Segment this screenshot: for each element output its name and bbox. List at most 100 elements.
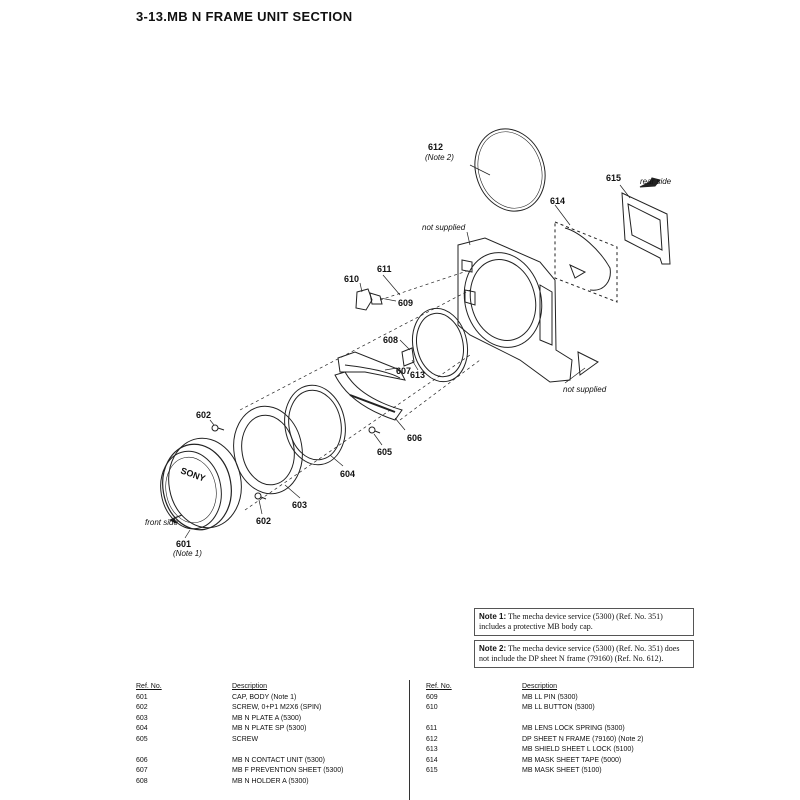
label-607: 607: [396, 366, 411, 376]
label-rear-side: rear side: [640, 177, 672, 186]
description-cell: DP SHEET N FRAME (79160) (Note 2): [522, 735, 644, 743]
table-row: 611 MB LENS LOCK SPRING (5300): [426, 724, 692, 735]
description-cell: SCREW: [232, 735, 259, 743]
table-row: 609 MB LL PIN (5300): [426, 693, 692, 704]
description-cell: [522, 714, 692, 725]
description-cell: MB N CONTACT UNIT (5300): [232, 756, 325, 764]
label-610: 610: [344, 274, 359, 284]
ref-no-cell: 610: [426, 704, 438, 711]
label-613: 613: [410, 370, 425, 380]
plate-sp-604: [284, 384, 346, 466]
table-row: 602 SCREW, 0+P1 M2X6 (SPIN): [136, 703, 402, 714]
label-614: 614: [550, 196, 565, 206]
cap-brand-text: SONY: [179, 465, 206, 483]
table-row: 605 SCREW: [136, 735, 402, 746]
description-cell: MB N PLATE A (5300): [232, 714, 302, 722]
header-description: Description: [232, 683, 268, 690]
label-not-supplied-bottom: not supplied: [563, 385, 607, 394]
ref-no-cell: 602: [136, 704, 148, 711]
note-1-text: The mecha device service (5300) (Ref. No…: [479, 612, 663, 631]
not-supplied-arrow: [577, 351, 599, 376]
description-cell: MB MASK SHEET (5100): [522, 767, 602, 774]
exploded-view-diagram: SONY 612 (Note 2) 615 rear side 614 not …: [145, 128, 672, 558]
description-cell: MB LL PIN (5300): [522, 693, 578, 701]
screw-605: [368, 426, 381, 434]
label-602-bottom: 602: [256, 516, 271, 526]
screw-602-bottom: [254, 492, 267, 500]
description-cell: MB SHIELD SHEET L LOCK (5100): [522, 746, 634, 753]
plate-a-603: [233, 405, 303, 495]
description-cell: MB MASK SHEET TAPE (5000): [522, 756, 622, 764]
ref-no-cell: 615: [426, 767, 438, 774]
label-604: 604: [340, 469, 355, 479]
ref-no-cell: 605: [136, 735, 148, 743]
ref-no-cell: 609: [426, 693, 438, 701]
label-605: 605: [377, 447, 392, 457]
prevention-sheet-607: [337, 351, 406, 381]
ref-no-cell: 604: [136, 725, 148, 732]
label-615: 615: [606, 173, 621, 183]
label-611: 611: [377, 264, 392, 274]
ref-no-cell: 606: [136, 756, 148, 764]
ref-no-cell: 613: [426, 746, 438, 753]
ref-no-cell: 601: [136, 693, 148, 701]
label-609: 609: [398, 298, 413, 308]
description-cell: MB F PREVENTION SHEET (5300): [232, 767, 344, 774]
header-description: Description: [522, 683, 558, 690]
ref-no-cell: 603: [136, 714, 148, 722]
table-row: [136, 745, 402, 756]
label-601: 601: [176, 539, 191, 549]
table-row: 606 MB N CONTACT UNIT (5300): [136, 756, 402, 767]
ref-no-cell: 612: [426, 735, 438, 743]
ref-no-cell: 608: [136, 777, 148, 785]
ref-no-cell: 611: [426, 725, 438, 732]
label-602-top: 602: [196, 410, 211, 420]
body-cap-601: [160, 437, 242, 531]
ref-no-cell: 614: [426, 756, 438, 764]
table-row: 607 MB F PREVENTION SHEET (5300): [136, 766, 402, 777]
table-row: 615 MB MASK SHEET (5100): [426, 766, 692, 777]
parts-table-right: Ref. No. Description 609 MB LL PIN (5300)…: [426, 682, 692, 777]
table-row: [426, 714, 692, 725]
ref-no-cell: [426, 714, 522, 725]
contact-unit-606: [334, 371, 403, 421]
label-606: 606: [407, 433, 422, 443]
description-cell: MB N HOLDER A (5300): [232, 777, 309, 785]
mask-sheet-tape-614: [554, 221, 618, 303]
table-divider: [409, 680, 410, 800]
screw-602-top: [211, 424, 225, 432]
label-not-supplied-top: not supplied: [422, 223, 466, 232]
label-front-side: front side: [145, 518, 178, 527]
ref-no-cell: 607: [136, 767, 148, 774]
table-row: 604 MB N PLATE SP (5300): [136, 724, 402, 735]
dp-sheet-ring-612: [474, 128, 546, 212]
ref-no-cell: [136, 745, 232, 756]
description-cell: [232, 745, 402, 756]
label-note1-ref: (Note 1): [173, 549, 202, 558]
ll-button-610: [355, 288, 383, 311]
description-cell: MB N PLATE SP (5300): [232, 725, 307, 732]
note-2-box: Note 2: The mecha device service (5300) …: [474, 640, 694, 668]
assembly-guide-lines: [239, 269, 481, 511]
table-row: 613 MB SHIELD SHEET L LOCK (5100): [426, 745, 692, 756]
main-frame-assembly: [457, 237, 573, 383]
label-603: 603: [292, 500, 307, 510]
header-ref-no: Ref. No.: [426, 683, 452, 690]
mask-sheet-615: [621, 192, 671, 265]
label-608: 608: [383, 335, 398, 345]
note-2-label: Note 2:: [479, 644, 507, 653]
table-row: 614 MB MASK SHEET TAPE (5000): [426, 756, 692, 767]
description-cell: SCREW, 0+P1 M2X6 (SPIN): [232, 704, 322, 711]
label-note2-ref: (Note 2): [425, 153, 454, 162]
page-title: 3-13.MB N FRAME UNIT SECTION: [136, 9, 353, 24]
description-cell: MB LENS LOCK SPRING (5300): [522, 725, 625, 732]
note-2-text: The mecha device service (5300) (Ref. No…: [479, 644, 680, 663]
holder-ring-608: [401, 307, 469, 383]
note-1-box: Note 1: The mecha device service (5300) …: [474, 608, 694, 636]
table-row: 603 MB N PLATE A (5300): [136, 714, 402, 725]
label-612: 612: [428, 142, 443, 152]
note-1-label: Note 1:: [479, 612, 507, 621]
